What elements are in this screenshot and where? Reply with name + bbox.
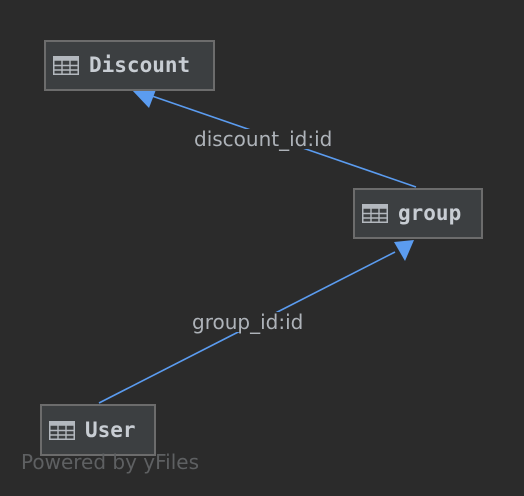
edge-label-group-id: group_id:id	[192, 310, 304, 334]
table-icon	[362, 204, 388, 223]
node-label: User	[85, 417, 136, 442]
arrowhead-icon	[394, 240, 414, 261]
table-icon	[49, 420, 75, 440]
table-icon	[53, 56, 79, 75]
node-group[interactable]: group	[353, 188, 483, 239]
node-user[interactable]: User	[40, 404, 156, 456]
node-label: Discount	[89, 53, 191, 77]
arrowhead-icon	[131, 87, 157, 108]
edge-label-discount-id: discount_id:id	[194, 127, 333, 151]
node-discount[interactable]: Discount	[44, 40, 215, 91]
watermark: Powered by yFiles	[21, 450, 199, 474]
node-label: group	[398, 201, 462, 225]
